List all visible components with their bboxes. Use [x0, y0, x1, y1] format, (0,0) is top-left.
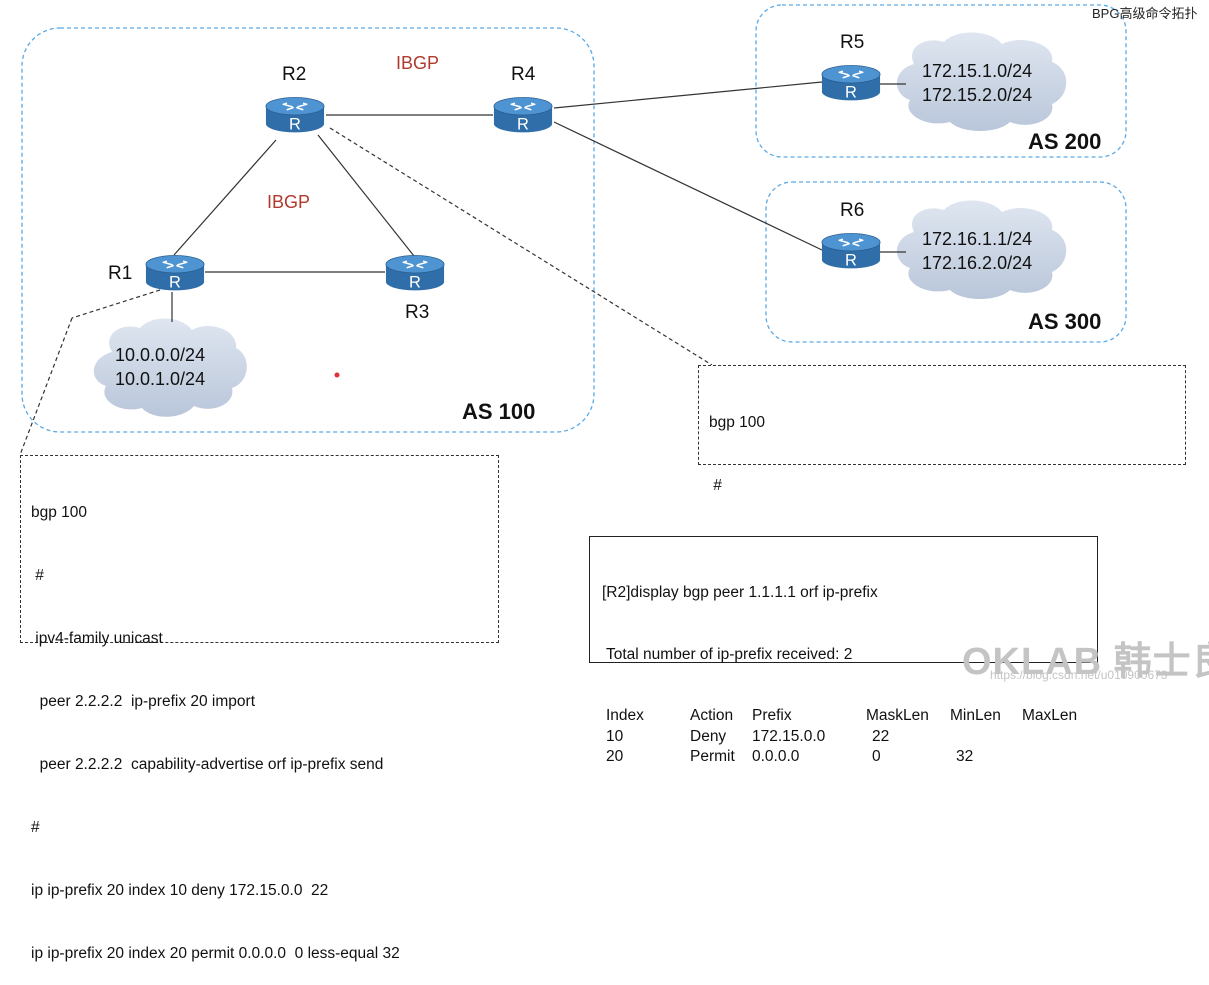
cell-index: 20 — [606, 748, 624, 765]
router-r2-icon[interactable] — [265, 96, 325, 134]
config-line: # — [31, 567, 44, 584]
column-header: Prefix — [752, 707, 792, 724]
topology-diagram: R — [19, 4, 1127, 456]
cell-minlen — [950, 727, 1022, 748]
config-line: peer 2.2.2.2 ip-prefix 20 import — [31, 693, 256, 710]
as200-boundary — [755, 4, 1127, 158]
cell-action: Deny — [690, 727, 727, 745]
corner-title: BPG高级命令拓扑 — [1092, 6, 1198, 21]
column-header: MaxLen — [1022, 707, 1078, 724]
ibgp-label-middle: IBGP — [267, 192, 311, 212]
watermark-brand: OKLAB 韩士良 — [962, 641, 1209, 683]
config-line: bgp 100 — [709, 414, 766, 431]
config-line: # — [709, 477, 722, 494]
network-prefix: 172.16.2.0/24 — [922, 253, 1033, 273]
watermark-url: https://blog.csdn.net/u010900673 — [990, 668, 1168, 682]
network-prefix: 10.0.0.0/24 — [115, 345, 206, 365]
router-r4-icon[interactable] — [493, 96, 553, 134]
r5-networks: 172.15.1.0/24 172.15.2.0/24 — [922, 59, 1032, 107]
router-r3-icon[interactable] — [385, 254, 445, 292]
column-header: MaskLen — [866, 707, 929, 724]
router-r5-icon[interactable] — [821, 64, 881, 102]
cloud-r1-networks — [93, 318, 247, 417]
r6-networks: 172.16.1.1/24 172.16.2.0/24 — [922, 227, 1032, 275]
network-prefix: 172.15.2.0/24 — [922, 85, 1033, 105]
callout-line-r1-a — [71, 289, 161, 319]
r2-config-box: bgp 100 # ipv4-family unicast peer 1.1.1… — [698, 365, 1186, 620]
router-r2-label: R2 — [282, 64, 307, 85]
config-line: # — [31, 819, 40, 836]
router-r1-label: R1 — [108, 263, 133, 284]
as300-label: AS 300 — [1028, 309, 1102, 334]
orf-prefix-table: Index Action Prefix MaskLen MinLen MaxLe… — [606, 706, 1077, 768]
cell-masklen: 22 — [872, 727, 890, 745]
config-line: peer 2.2.2.2 capability-advertise orf ip… — [31, 756, 384, 773]
callout-line-r2 — [329, 127, 713, 366]
cell-action: Permit — [690, 748, 735, 765]
cloud-r5-networks — [896, 32, 1067, 131]
router-r5-label: R5 — [840, 32, 865, 53]
link-r2-r3 — [317, 134, 415, 257]
cell-index: 10 — [606, 727, 624, 745]
link-r2-r1 — [173, 139, 277, 256]
cell-prefix: 0.0.0.0 — [752, 748, 800, 765]
network-prefix: 172.15.1.0/24 — [922, 61, 1033, 81]
cell-maxlen — [1022, 727, 1077, 748]
cloud-r6-networks — [896, 200, 1067, 299]
callout-line-r1-b — [19, 317, 73, 456]
router-r6-label: R6 — [840, 200, 865, 221]
cell-minlen: 32 — [956, 748, 974, 765]
cell-masklen: 0 — [872, 748, 881, 765]
config-line: ip ip-prefix 20 index 20 permit 0.0.0.0 … — [31, 945, 400, 962]
column-header: Action — [690, 707, 734, 724]
link-r4-r5 — [553, 81, 823, 109]
network-prefix: 10.0.1.0/24 — [115, 369, 206, 389]
config-line: ipv4-family unicast — [31, 630, 163, 647]
cell-prefix: 172.15.0.0 — [752, 727, 826, 745]
cell-maxlen — [1022, 747, 1077, 768]
config-line: ip ip-prefix 20 index 10 deny 172.15.0.0… — [31, 882, 329, 899]
table-row: 10 Deny 172.15.0.0 22 — [606, 727, 1077, 748]
table-header-row: Index Action Prefix MaskLen MinLen MaxLe… — [606, 706, 1077, 727]
column-header: Index — [606, 707, 644, 724]
table-row: 20 Permit 0.0.0.0 0 32 — [606, 747, 1077, 768]
link-r4-r6 — [553, 121, 823, 251]
pointer-dot — [334, 372, 340, 378]
config-line: bgp 100 — [31, 504, 88, 521]
as300-boundary — [765, 181, 1127, 343]
as100-boundary — [21, 27, 595, 433]
display-command: [R2]display bgp peer 1.1.1.1 orf ip-pref… — [602, 584, 878, 601]
network-prefix: 172.16.1.1/24 — [922, 229, 1033, 249]
r1-config-box: bgp 100 # ipv4-family unicast peer 2.2.2… — [20, 455, 499, 962]
router-r1-icon[interactable] — [145, 254, 205, 292]
router-r3-label: R3 — [405, 302, 430, 323]
ibgp-label-top: IBGP — [396, 53, 440, 73]
column-header: MinLen — [950, 707, 1001, 724]
display-total: Total number of ip-prefix received: 2 — [606, 645, 853, 663]
router-r4-label: R4 — [511, 64, 536, 85]
router-r6-icon[interactable] — [821, 232, 881, 270]
as100-label: AS 100 — [462, 399, 536, 424]
as200-label: AS 200 — [1028, 129, 1102, 154]
r1-networks: 10.0.0.0/24 10.0.1.0/24 — [115, 343, 205, 391]
